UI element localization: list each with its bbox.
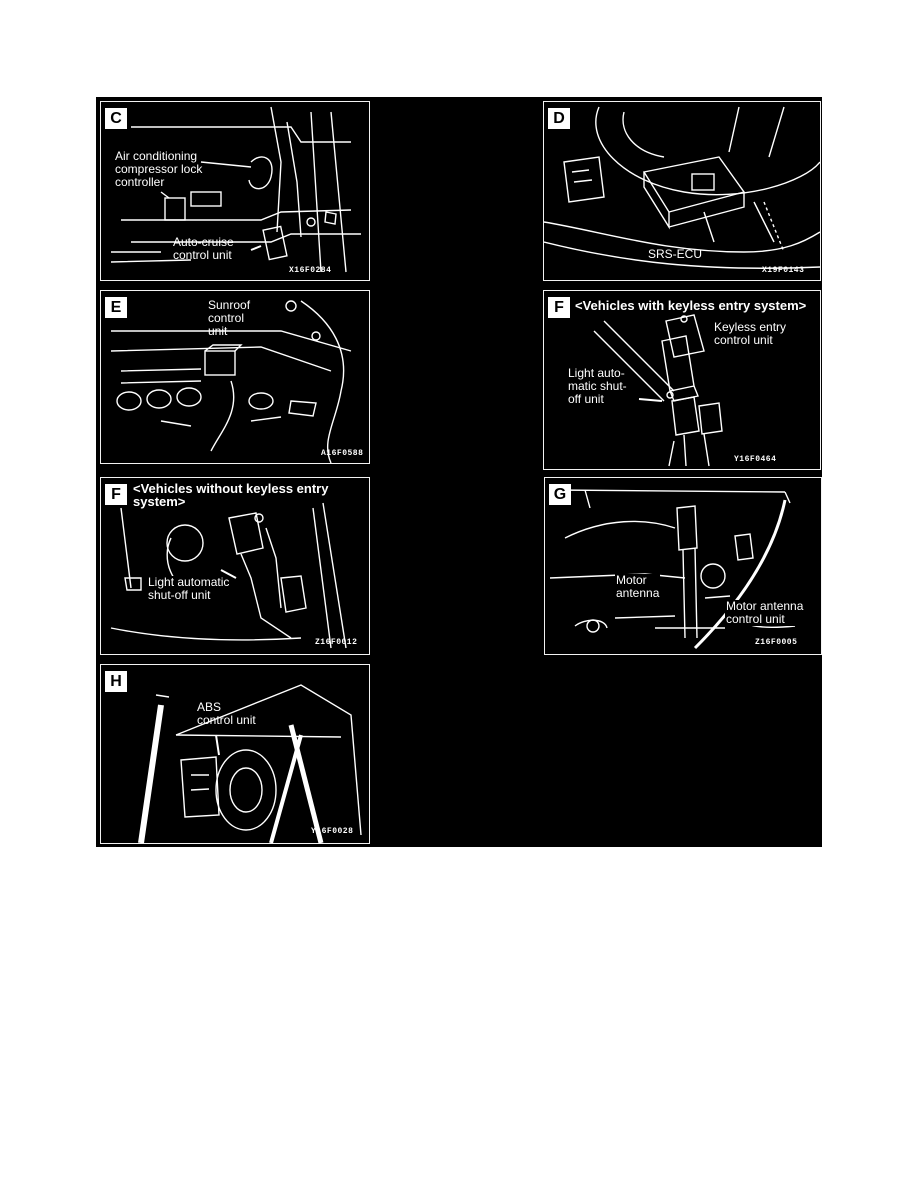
panel-e: E Sunroof control unit A16F0588: [100, 290, 370, 464]
panel-g: G Motor antenna Motor antenna control un…: [544, 477, 822, 655]
illustration-g: [549, 489, 796, 650]
panel-letter: F: [105, 484, 127, 505]
figure-code: Y16F0028: [311, 827, 354, 836]
figure-code: Z16F0012: [315, 638, 358, 647]
panel-d: D SRS-ECU X19F0143: [543, 101, 821, 281]
panel-f-no-keyless: F <Vehicles without keyless entry system…: [100, 477, 370, 655]
figure-sheet: C Air conditioning compressor lock contr…: [96, 97, 822, 847]
panel-letter: F: [548, 297, 570, 318]
callout-motor-antenna: Motor antenna: [615, 573, 661, 600]
figure-code: Y16F0464: [734, 455, 777, 464]
illustration-f-keyless: [593, 314, 723, 467]
illustration-h: [138, 684, 362, 843]
callout-light-automatic-shutoff-unit: Light automatic shut-off unit: [147, 575, 231, 602]
illustration-c: [110, 106, 361, 273]
panel-heading: <Vehicles with keyless entry system>: [575, 298, 807, 313]
callout-auto-cruise-control-unit: Auto-cruise control unit: [173, 235, 234, 262]
panel-letter: D: [548, 108, 570, 129]
panel-heading: <Vehicles without keyless entry system>: [133, 481, 329, 509]
figure-code: X19F0143: [762, 266, 805, 275]
figure-code: X16F0284: [289, 266, 332, 275]
callout-motor-antenna-control-unit: Motor antenna control unit: [725, 599, 805, 626]
callout-srs-ecu: SRS-ECU: [648, 247, 703, 261]
callout-keyless-entry-control-unit: Keyless entry control unit: [714, 320, 787, 347]
callout-light-automatic-shutoff-unit: Light auto- matic shut- off unit: [568, 366, 627, 406]
illustration-e: [110, 300, 352, 463]
panel-letter: G: [549, 484, 571, 505]
figure-code: A16F0588: [321, 449, 364, 458]
illustration-d: [544, 106, 820, 269]
callout-sunroof-control-unit: Sunroof control unit: [208, 298, 251, 338]
panel-f-keyless: F <Vehicles with keyless entry system> K…: [543, 290, 821, 470]
callout-ac-compressor-lock-controller: Air conditioning compressor lock control…: [115, 149, 203, 189]
panel-h: H ABS control unit Y16F0028: [100, 664, 370, 844]
panel-letter: E: [105, 297, 127, 318]
panel-c: C Air conditioning compressor lock contr…: [100, 101, 370, 281]
callout-abs-control-unit: ABS control unit: [197, 700, 256, 727]
figure-code: Z16F0005: [755, 638, 798, 647]
panel-letter: C: [105, 108, 127, 129]
panel-letter: H: [105, 671, 127, 692]
